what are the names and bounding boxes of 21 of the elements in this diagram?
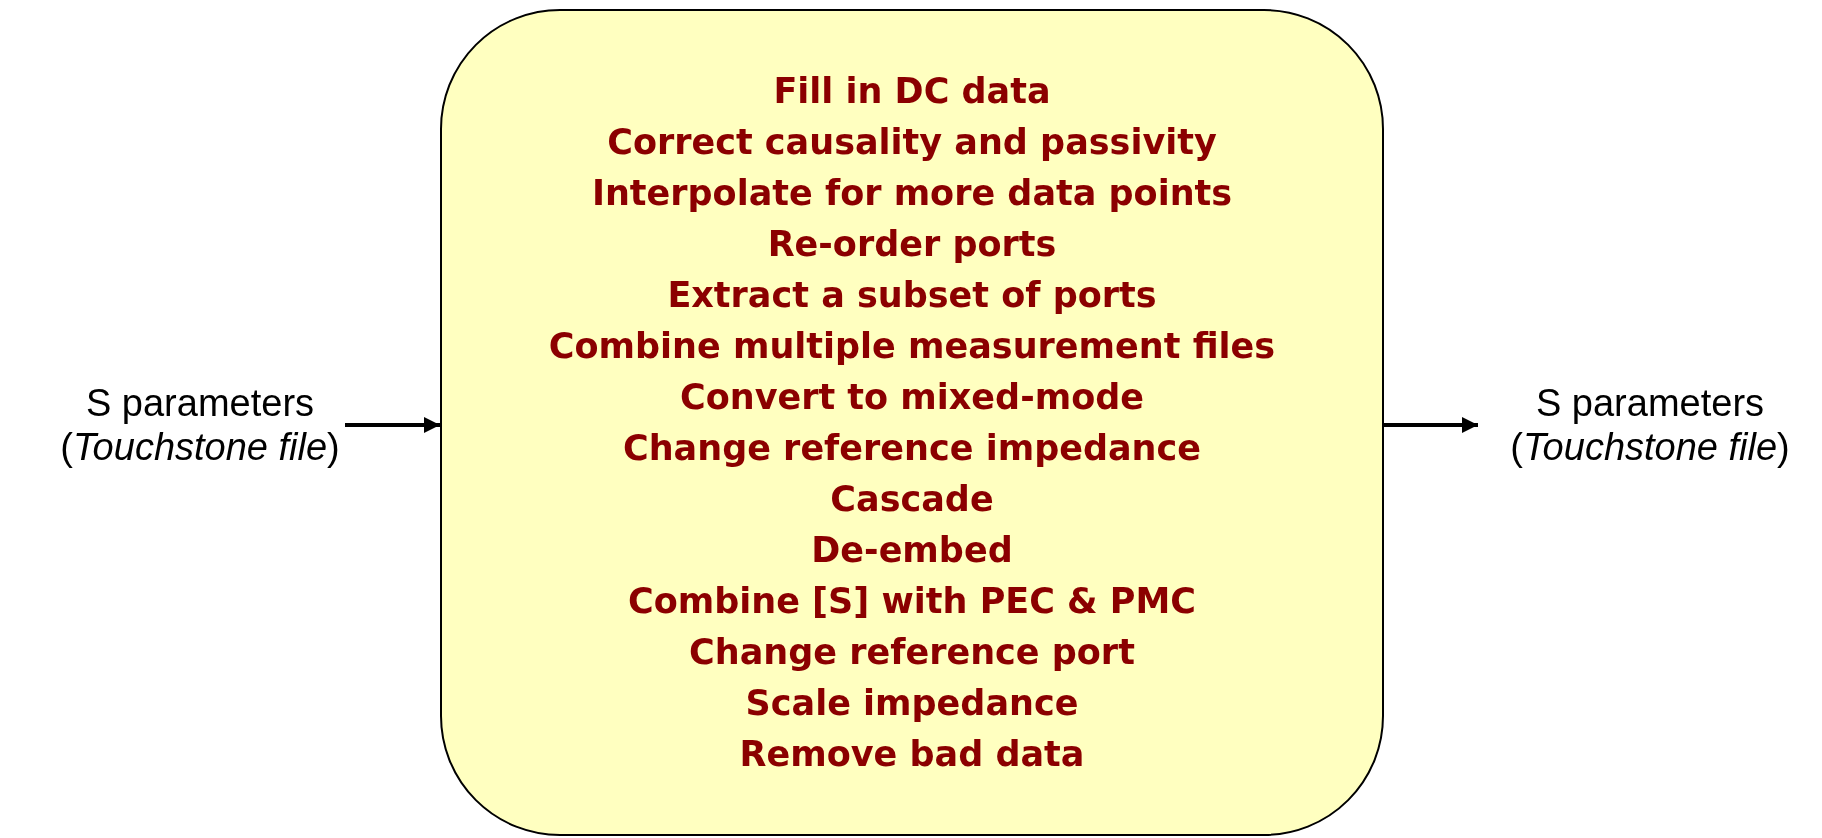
file-type-text: (Touchstone file) [60, 425, 340, 469]
operation-text: Remove bad data [739, 732, 1085, 776]
file-type-text: (Touchstone file) [1510, 425, 1790, 469]
operation-text: Cascade [830, 477, 994, 521]
operation-text: Convert to mixed-mode [680, 375, 1144, 419]
operation-text: Re-order ports [767, 222, 1057, 266]
operation-text: Scale impedance [745, 681, 1079, 725]
operation-text: Interpolate for more data points [591, 171, 1233, 215]
arrow [1384, 417, 1478, 433]
operation-text: Extract a subset of ports [667, 273, 1157, 317]
operation-text: Combine multiple measurement files [548, 324, 1276, 368]
operation-text: Fill in DC data [773, 69, 1051, 113]
operation-text: Change reference impedance [623, 426, 1201, 470]
operation-text: Correct causality and passivity [607, 120, 1217, 164]
arrow [345, 417, 440, 433]
operation-text: Change reference port [689, 630, 1135, 674]
operation-text: De-embed [811, 528, 1013, 572]
operation-text: Combine [S] with PEC & PMC [628, 579, 1196, 623]
process-box [440, 9, 1384, 836]
node-label: S parameters [85, 381, 315, 425]
node-label: S parameters [1535, 381, 1765, 425]
